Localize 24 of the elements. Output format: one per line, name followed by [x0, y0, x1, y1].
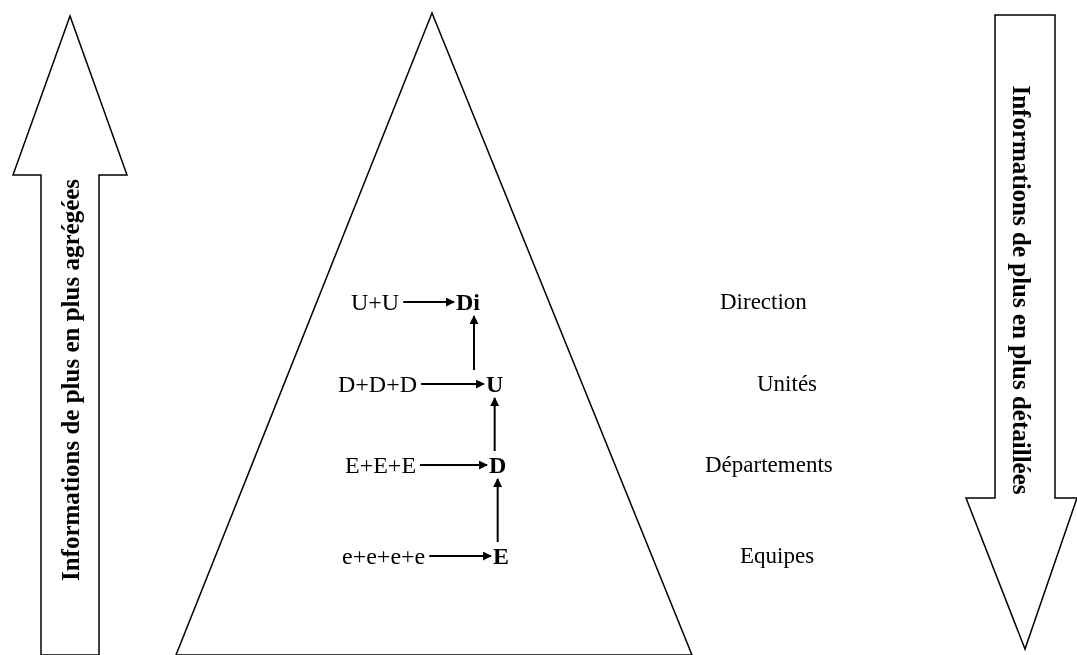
- arrow-text: Informations de plus en plus détaillées: [1008, 85, 1034, 495]
- sum-formula: E+E+E: [345, 453, 417, 477]
- block-arrow: [11, 13, 129, 655]
- block-arrow: [964, 14, 1077, 652]
- sum-formula: e+e+e+e: [342, 544, 426, 568]
- level-letter: U: [486, 372, 504, 396]
- level-name: Equipes: [740, 544, 815, 567]
- arrow-text: Informations de plus en plus agrégées: [57, 178, 83, 582]
- arrow: [420, 379, 485, 389]
- sum-formula: D+D+D: [338, 372, 418, 396]
- level-name: Direction: [720, 290, 807, 313]
- sum-formula: U+U: [351, 290, 400, 314]
- arrow: [490, 397, 500, 452]
- arrow: [402, 297, 455, 307]
- arrow: [419, 460, 488, 470]
- level-name: Départements: [705, 453, 833, 476]
- arrow: [469, 315, 479, 371]
- level-letter: Di: [456, 290, 480, 314]
- level-letter: E: [493, 544, 509, 568]
- level-name: Unités: [757, 372, 818, 395]
- pyramid-triangle: [174, 11, 694, 655]
- arrow: [428, 551, 492, 561]
- arrow: [493, 478, 503, 543]
- level-letter: D: [489, 453, 507, 477]
